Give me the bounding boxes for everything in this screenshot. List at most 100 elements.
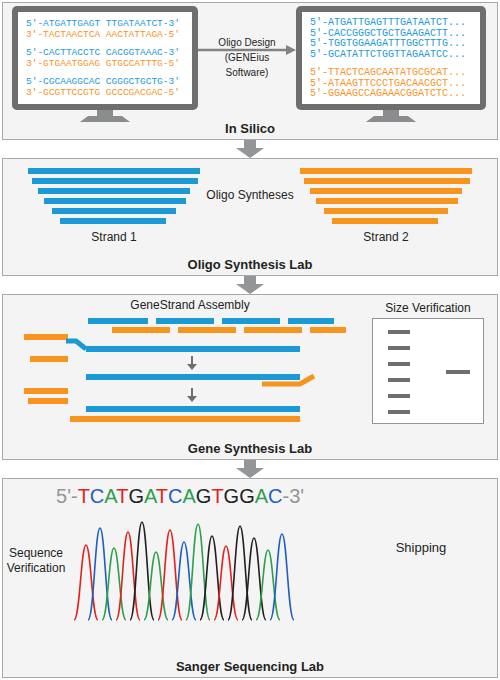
arrow-line xyxy=(198,49,286,52)
oligo-bar xyxy=(32,178,198,184)
arrow-shaft xyxy=(244,140,256,148)
gel-band xyxy=(388,394,410,398)
chromatogram-peak xyxy=(270,534,294,620)
base-letter: - xyxy=(283,485,290,507)
oligo-bar xyxy=(60,218,166,224)
sequence-line: 5'-TTACTCAGCAATATGCGCAT... xyxy=(310,68,480,79)
base-letter: C xyxy=(168,485,182,507)
sequence-line: 5'-CACCGGGCTGCTGAAGACTT... xyxy=(310,29,480,40)
base-letter: T xyxy=(211,485,223,507)
edge-label: Oligo Design (GENEius Software) xyxy=(216,35,278,80)
flow-arrow xyxy=(236,140,264,158)
sequence-line: 5'-ATAAGTTCCCTGACAACGCT... xyxy=(310,79,480,90)
monitor-screen: 5'-ATGATTGAGTTTGATAATCT...5'-CACCGGGCTGC… xyxy=(296,6,486,110)
lab-panel: Sanger Sequencing Lab xyxy=(2,478,498,678)
oligo-bar xyxy=(52,208,176,214)
section-label: Oligo Syntheses xyxy=(200,188,300,203)
base-letter: T xyxy=(156,485,168,507)
arrow-head xyxy=(286,45,296,55)
gel-band xyxy=(388,330,410,334)
panel-title: Sanger Sequencing Lab xyxy=(3,659,497,675)
base-letter: A xyxy=(182,485,195,507)
step-arrow xyxy=(191,356,193,364)
step-label: Shipping xyxy=(376,540,466,556)
base-letter: T xyxy=(78,485,90,507)
flow-arrow xyxy=(236,276,264,294)
gel-title: Size Verification xyxy=(372,300,484,316)
step-arrow xyxy=(191,388,193,396)
sequence-line: 5'-CACTTACCTC CACGGTAAAC-3' xyxy=(26,47,192,58)
monitor-display: 5'-ATGATTGAGT TTGATAATCT-3'3'-TACTAACTCA… xyxy=(18,12,192,104)
arrow-head xyxy=(236,468,264,478)
oligo-bar xyxy=(310,188,462,194)
strand-label: Strand 1 xyxy=(64,230,164,245)
monitor-base xyxy=(366,116,416,122)
step-arrow-head xyxy=(187,364,197,370)
base-letter: ' xyxy=(67,485,71,507)
base-letter: A xyxy=(255,485,268,507)
base-letter: - xyxy=(71,485,78,507)
chromatogram-peak xyxy=(144,552,168,620)
arrow-head xyxy=(236,148,264,158)
arrow-head xyxy=(236,284,264,294)
step-label: Sequence Verification xyxy=(2,546,70,576)
base-letter: ' xyxy=(300,485,304,507)
strand-bar xyxy=(86,374,300,380)
gel-band xyxy=(446,370,470,374)
chromatogram-peak xyxy=(88,528,112,620)
oligo-bar xyxy=(244,327,302,333)
panel-title: In Silico xyxy=(3,121,497,137)
oligo-bar xyxy=(28,168,200,174)
sequence-line: 5'-GCATATTCTGGTTAGAATCC... xyxy=(310,50,480,61)
panel-title: Gene Synthesis Lab xyxy=(3,441,497,457)
base-letter: C xyxy=(90,485,104,507)
base-letter: 3 xyxy=(289,485,300,507)
arrow-shaft xyxy=(244,460,256,468)
gel-band xyxy=(388,362,410,366)
base-letter: T xyxy=(116,485,128,507)
flow-arrow xyxy=(236,460,264,478)
oligo-bar xyxy=(88,318,148,324)
base-letter: A xyxy=(104,485,116,507)
gel-band xyxy=(388,410,410,414)
sequence-read: 5'-TCATGATCAGTGGAC-3' xyxy=(56,484,336,508)
strand-tail xyxy=(262,376,314,384)
strand-tail xyxy=(66,341,86,349)
oligo-bar xyxy=(304,178,470,184)
monitor-screen: 5'-ATGATTGAGT TTGATAATCT-3'3'-TACTAACTCA… xyxy=(12,6,198,110)
oligo-bar xyxy=(222,318,280,324)
lab-panel: Oligo Synthesis Lab xyxy=(2,158,498,276)
strand-bar xyxy=(86,406,300,412)
sequence-line: 5'-CGCAAGGCAC CGGGCTGCTG-3' xyxy=(26,76,192,87)
strand-label: Strand 2 xyxy=(336,230,436,245)
base-letter: G xyxy=(239,485,255,507)
oligo-bar xyxy=(24,388,68,394)
oligo-bar xyxy=(44,198,186,204)
strand-bar xyxy=(86,346,300,352)
oligo-bar xyxy=(300,168,472,174)
oligo-bar xyxy=(38,188,190,194)
oligo-bar xyxy=(310,327,346,333)
oligo-bar xyxy=(288,318,334,324)
sequence-line: 3'-TACTAACTCA AACTATTAGA-5' xyxy=(26,29,192,40)
base-letter: G xyxy=(196,485,212,507)
sequence-line: 3'-GCGTTCCGTG GCCCGACGAC-5' xyxy=(26,87,192,98)
oligo-bar xyxy=(28,398,68,404)
oligo-bar xyxy=(178,327,236,333)
oligo-bar xyxy=(30,356,68,362)
monitor-display: 5'-ATGATTGAGTTTGATAATCT...5'-CACCGGGCTGC… xyxy=(302,12,480,104)
monitor-neck xyxy=(97,110,113,116)
strand-bar xyxy=(70,416,300,422)
gel-band xyxy=(388,346,410,350)
oligo-bar xyxy=(156,318,214,324)
sequence-line: 5'-ATGATTGAGTTTGATAATCT... xyxy=(310,18,480,29)
base-letter: C xyxy=(268,485,282,507)
oligo-bar xyxy=(316,198,458,204)
chromatogram-peak xyxy=(130,522,154,620)
sequence-line: 5'-ATGATTGAGT TTGATAATCT-3' xyxy=(26,18,192,29)
panel-title: Oligo Synthesis Lab xyxy=(3,257,497,273)
base-letter: G xyxy=(128,485,144,507)
arrow-shaft xyxy=(244,276,256,284)
